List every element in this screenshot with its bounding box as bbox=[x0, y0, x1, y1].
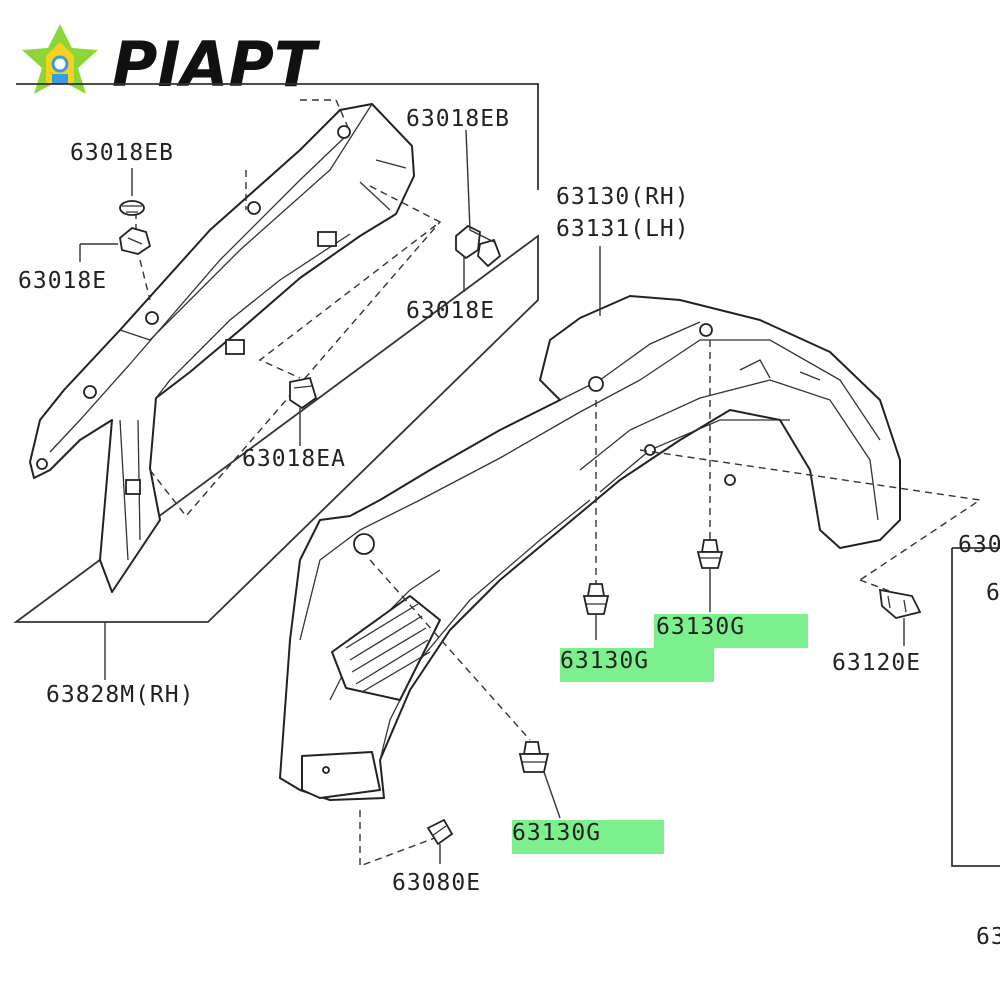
dash-line bbox=[258, 185, 442, 379]
label-63130-rh: 63130(RH) bbox=[556, 184, 690, 210]
clip-63018eb-left bbox=[119, 200, 145, 216]
left-group-frame bbox=[13, 83, 539, 623]
label-63131-lh: 63131(LH) bbox=[556, 216, 690, 242]
highlight-63130g-b bbox=[560, 648, 714, 682]
label-63828m-rh: 63828M(RH) bbox=[46, 682, 194, 708]
dash-line bbox=[859, 579, 893, 593]
highlight-63130g-c bbox=[512, 820, 664, 854]
brand-name: PIAPT bbox=[112, 28, 321, 101]
clip-63018ea bbox=[289, 376, 318, 410]
dash-line bbox=[149, 221, 441, 518]
label-partial-63-upper: 63 bbox=[986, 580, 1000, 606]
dash-line bbox=[369, 559, 531, 741]
label-63130g-c: 63130G bbox=[512, 820, 601, 846]
label-63018ea: 63018EA bbox=[242, 446, 346, 472]
brand-logo bbox=[22, 24, 98, 94]
clip-63018e-left bbox=[119, 227, 152, 255]
dash-line bbox=[300, 99, 351, 133]
fastener-63130g-a bbox=[696, 539, 724, 569]
label-partial-630: 630 bbox=[958, 532, 1000, 558]
label-63130g-a: 63130G bbox=[656, 614, 745, 640]
dash-line bbox=[135, 212, 151, 301]
fastener-63130g-c bbox=[518, 741, 550, 773]
label-partial-63-lower: 63 bbox=[976, 924, 1000, 950]
highlight-63130g-a bbox=[654, 614, 808, 648]
fender-liner-part bbox=[279, 295, 901, 801]
label-63018e-left: 63018E bbox=[18, 268, 107, 294]
dash-line bbox=[359, 810, 441, 868]
right-group-frame bbox=[951, 547, 1000, 867]
clip-63080e bbox=[426, 818, 454, 846]
label-63018eb-left: 63018EB bbox=[70, 140, 174, 166]
label-63120e: 63120E bbox=[832, 650, 921, 676]
clip-63120e bbox=[878, 588, 922, 619]
label-63018e-right: 63018E bbox=[406, 298, 495, 324]
fastener-63130g-b bbox=[582, 583, 610, 615]
clip-63018e-right bbox=[455, 224, 502, 268]
label-63080e: 63080E bbox=[392, 870, 481, 896]
splash-shield-part bbox=[29, 103, 415, 593]
label-63130g-b: 63130G bbox=[560, 648, 649, 674]
dash-line bbox=[639, 449, 982, 581]
label-63018eb-right: 63018EB bbox=[406, 106, 510, 132]
